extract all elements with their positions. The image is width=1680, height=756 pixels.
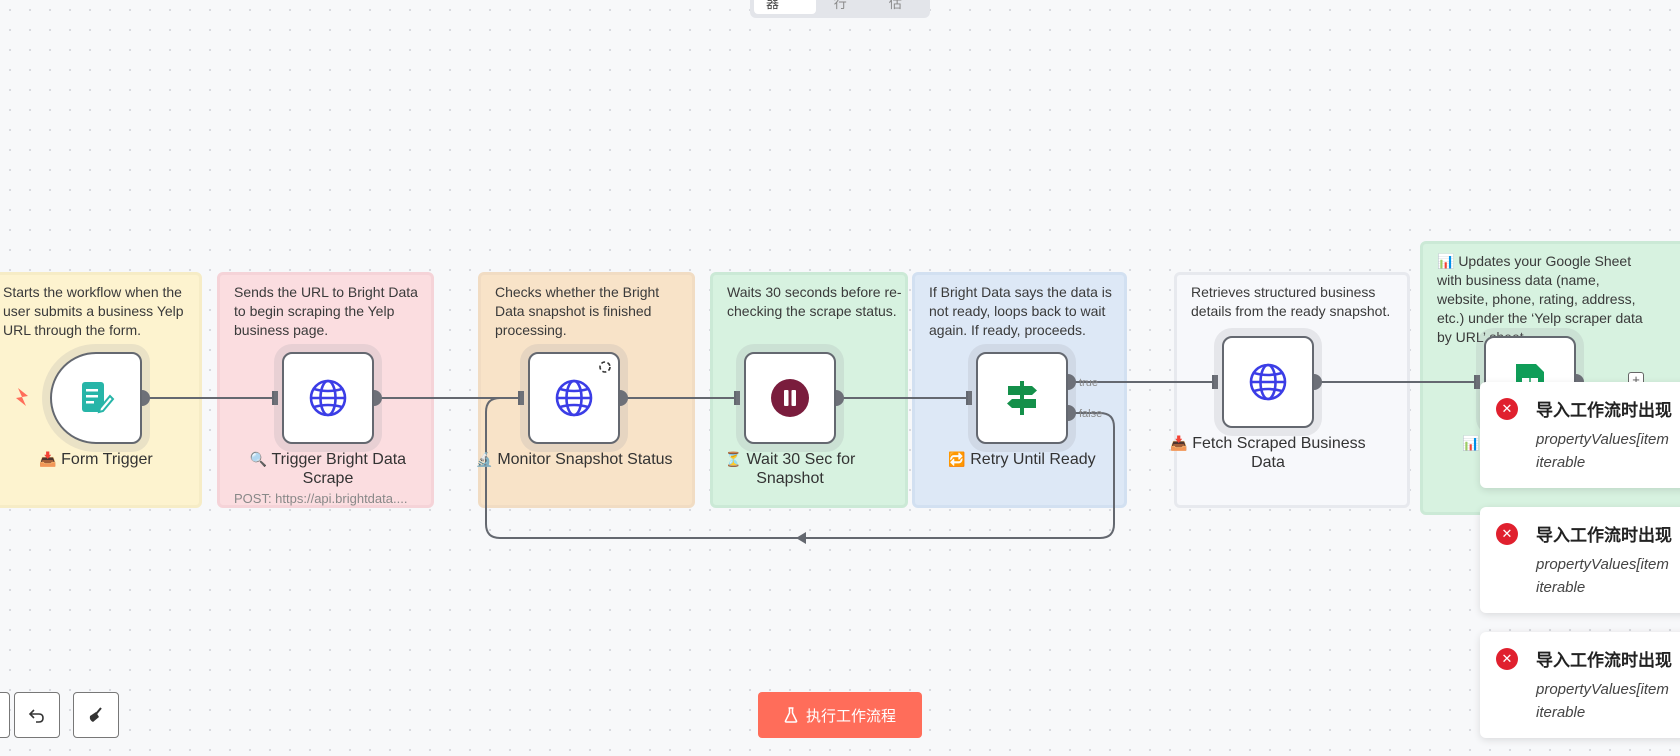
tab-executions[interactable]: 执行 — [833, 0, 847, 11]
toast-title: 导入工作流时出现 — [1536, 526, 1672, 545]
hourglass-icon: ⏳ — [724, 451, 743, 467]
sticky-note-text: 📊 Updates your Google Sheet with busines… — [1437, 253, 1643, 345]
sticky-note-text: Retrieves structured business details fr… — [1191, 284, 1391, 319]
toast-title: 导入工作流时出现 — [1536, 401, 1672, 420]
sticky-note-text: If Bright Data says the data is not read… — [929, 284, 1112, 338]
loop-arrow — [796, 532, 806, 544]
error-icon: ✕ — [1496, 398, 1518, 420]
globe-icon — [309, 379, 347, 417]
node-wait[interactable] — [744, 352, 836, 444]
input-handle — [518, 391, 524, 405]
form-icon — [82, 382, 115, 414]
node-trigger-bright-data[interactable] — [282, 352, 374, 444]
loading-icon — [599, 361, 611, 373]
error-icon: ✕ — [1496, 648, 1518, 670]
input-handle — [966, 391, 972, 405]
input-handle — [1212, 375, 1218, 389]
sticky-note-text: Checks whether the Bright Data snapshot … — [495, 284, 660, 338]
node-monitor-snapshot[interactable] — [528, 352, 620, 444]
error-icon: ✕ — [1496, 523, 1518, 545]
tab-editor[interactable]: 编辑器 — [754, 0, 816, 14]
node-label: 🔍 Trigger Bright Data Scrape — [249, 451, 407, 487]
zoom-control-button[interactable] — [0, 692, 10, 738]
undo-icon — [28, 709, 44, 723]
node-label: 📊 — [1462, 434, 1492, 453]
node-fetch-scraped-data[interactable] — [1222, 336, 1314, 428]
input-handle — [1474, 375, 1480, 389]
trigger-bolt-icon — [16, 388, 28, 406]
inbox-tray-icon: 📥 — [39, 451, 57, 467]
branch-label-true: true — [1079, 377, 1098, 389]
sticky-note-text: Sends the URL to Bright Data to begin sc… — [234, 284, 418, 338]
flask-icon — [784, 707, 798, 723]
sticky-note-text: Starts the workflow when the user submit… — [3, 284, 184, 338]
node-label: 📥 Form Trigger — [39, 451, 153, 468]
signpost-icon — [1007, 381, 1037, 415]
broom-icon — [89, 707, 102, 722]
node-label: 📥 Fetch Scraped Business Data — [1170, 435, 1366, 471]
run-workflow-button[interactable]: 执行工作流程 — [758, 692, 922, 738]
node-form-trigger[interactable] — [50, 352, 142, 444]
input-handle — [734, 391, 740, 405]
node-label: 🔬 Monitor Snapshot Status — [475, 451, 673, 468]
undo-button[interactable] — [14, 692, 60, 738]
node-retry-until-ready[interactable] — [976, 352, 1068, 444]
pause-icon — [771, 379, 809, 417]
tab-evaluations[interactable]: 评估 — [888, 0, 902, 11]
input-handle — [272, 391, 278, 405]
repeat-icon: 🔁 — [948, 451, 966, 467]
run-workflow-label: 执行工作流程 — [805, 707, 896, 725]
node-label: 🔁 Retry Until Ready — [948, 451, 1096, 468]
branch-label-false: false — [1079, 408, 1102, 420]
toast-title: 导入工作流时出现 — [1536, 651, 1672, 670]
magnifier-icon: 🔍 — [249, 451, 268, 467]
view-switcher: 编辑器 执行 评估 — [750, 0, 930, 18]
globe-icon — [555, 379, 593, 417]
node-label: ⏳ Wait 30 Sec for Snapshot — [724, 451, 856, 487]
tidy-up-button[interactable] — [73, 692, 119, 738]
bar-chart-icon: 📊 — [1462, 435, 1480, 451]
microscope-icon: 🔬 — [475, 451, 493, 467]
sticky-note-text: Waits 30 seconds before re-checking the … — [727, 284, 902, 319]
globe-icon — [1249, 363, 1287, 401]
inbox-tray-icon: 📥 — [1170, 435, 1188, 451]
node-subtitle: POST: https://api.brightdata.... — [234, 491, 408, 506]
